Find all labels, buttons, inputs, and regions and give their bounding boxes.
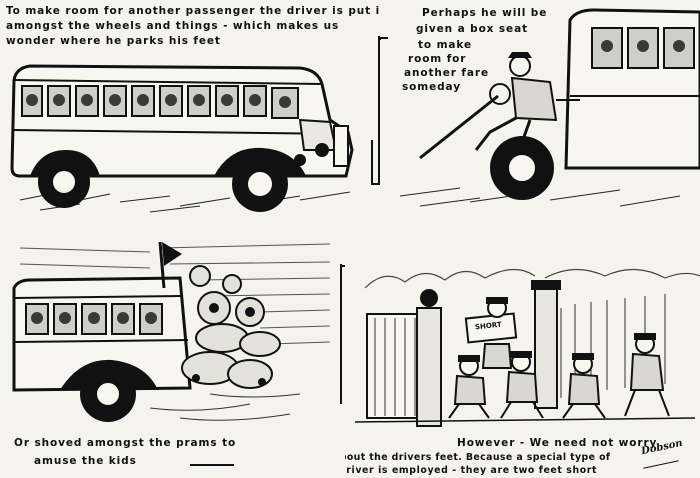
caption-line: amuse the kids: [34, 455, 137, 467]
caption-line: someday: [402, 81, 461, 93]
caption-line: However - We need not worry: [457, 437, 658, 449]
caption-line: amongst the wheels and things - which ma…: [6, 20, 340, 32]
caption-line: another fare: [404, 67, 489, 79]
caption-line: given a box seat: [416, 23, 528, 35]
caption-line: room for: [408, 53, 467, 65]
panel-top-left: To make room for another passenger the d…: [0, 0, 380, 218]
caption-line: to make: [418, 39, 473, 51]
caption-line: about the drivers feet. Because a specia…: [345, 452, 611, 463]
panel-top-right: Perhaps he will be given a box seat to m…: [380, 0, 700, 218]
caption-line: Or shoved amongst the prams to: [14, 437, 237, 449]
caption-line: driver is employed - they are two feet s…: [345, 465, 598, 476]
caption-line: To make room for another passenger the d…: [6, 5, 380, 17]
panel-bottom-left: Or shoved amongst the prams to amuse the…: [0, 218, 345, 478]
bus-with-prams-illustration: [12, 241, 345, 422]
short-drivers-illustration: [354, 268, 700, 427]
caption-line: Perhaps he will be: [422, 7, 548, 19]
bus-illustration: [10, 64, 380, 213]
panel-bottom-right: SHORT However - We need not worry about …: [345, 218, 700, 478]
panel-divider-vertical: [340, 264, 342, 404]
caption-line: wonder where he parks his feet: [6, 35, 221, 47]
caption-underline: [190, 464, 234, 466]
panel-divider-vertical: [378, 36, 380, 184]
driver-on-wheel-illustration: [380, 8, 700, 207]
